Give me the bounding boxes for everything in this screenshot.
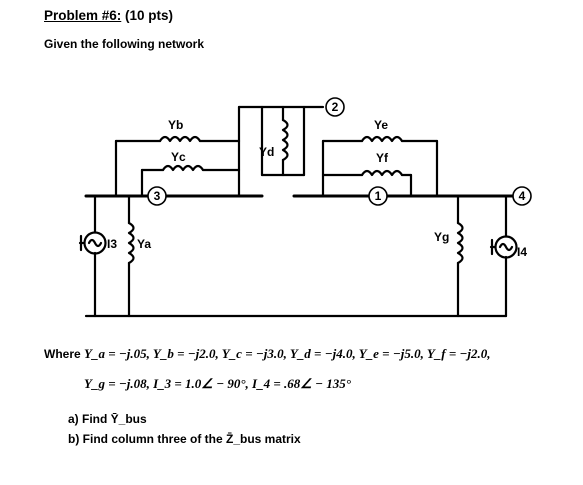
label-yd: Yd: [259, 145, 274, 159]
bus-3-number: 3: [154, 189, 161, 203]
branch-yg: [456, 194, 464, 318]
values-shunt-and-currents: Y_g = −j.08, I_3 = 1.0∠ − 90°, I_4 = .68…: [84, 376, 351, 391]
values-prefix: Where: [44, 347, 81, 361]
problem-title: Problem #6:: [44, 8, 122, 23]
source-i4: [489, 194, 518, 318]
intro-text: Given the following network: [44, 37, 205, 51]
branch-ya: [127, 194, 135, 318]
label-yg: Yg: [434, 230, 449, 244]
values-line-1: Where Y_a = −j.05, Y_b = −j2.0, Y_c = −j…: [44, 346, 491, 362]
values-admittances: Y_a = −j.05, Y_b = −j2.0, Y_c = −j3.0, Y…: [84, 346, 491, 361]
label-ye: Ye: [374, 118, 388, 132]
problem-points: (10 pts): [125, 8, 174, 23]
bus-1-number: 1: [375, 189, 382, 203]
source-i3: [78, 194, 107, 318]
bus-1-circle: [368, 186, 388, 206]
task-a: a) Find Ȳ_bus: [68, 412, 147, 426]
task-a-marker: a): [68, 412, 79, 426]
label-yc: Yc: [171, 150, 186, 164]
task-b-marker: b): [68, 432, 80, 446]
branch-ye: [321, 135, 439, 198]
task-b: b) Find column three of the Z̄_bus matri…: [68, 432, 301, 446]
branch-yd: [237, 105, 325, 177]
bus-2-circle: [325, 97, 345, 117]
bus-4-circle: [512, 186, 532, 206]
branch-yc: [140, 139, 241, 198]
values-line-2: Y_g = −j.08, I_3 = 1.0∠ − 90°, I_4 = .68…: [84, 376, 351, 392]
label-i3: I3: [107, 237, 117, 251]
label-yb: Yb: [168, 118, 183, 132]
task-a-text: Find Ȳ_bus: [82, 412, 147, 426]
task-b-text: Find column three of the Z̄_bus matrix: [82, 432, 301, 446]
branch-yf: [321, 169, 413, 198]
label-i4: I4: [517, 245, 527, 259]
branch-yb: [114, 135, 241, 198]
bus-3-circle: [147, 186, 167, 206]
label-yf: Yf: [376, 151, 389, 165]
problem-heading: Problem #6: (10 pts): [44, 8, 173, 23]
label-ya: Ya: [137, 237, 151, 251]
bus-2-number: 2: [332, 100, 339, 114]
bus-4-number: 4: [519, 189, 526, 203]
